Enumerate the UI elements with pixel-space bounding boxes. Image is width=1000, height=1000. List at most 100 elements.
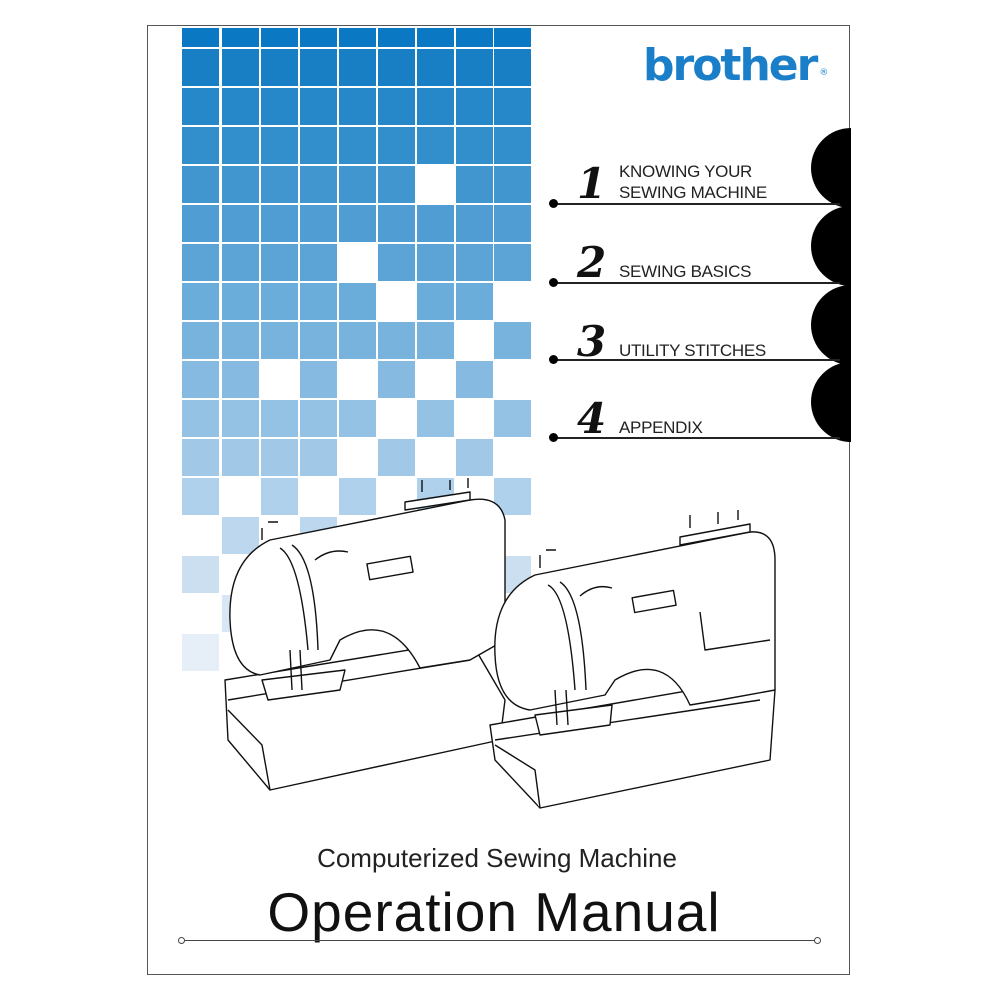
grid-tile [182, 28, 219, 47]
grid-tile [261, 322, 298, 359]
grid-tile [378, 361, 415, 398]
section-label-line: SEWING MACHINE [619, 183, 767, 202]
grid-tile [456, 283, 493, 320]
grid-tile [378, 88, 415, 125]
grid-tile [222, 400, 259, 437]
section-divider [553, 437, 840, 439]
grid-tile [417, 400, 454, 437]
grid-tile [261, 283, 298, 320]
grid-tile [494, 166, 531, 203]
grid-tile [182, 166, 219, 203]
grid-tile [300, 439, 337, 476]
grid-tile [222, 28, 259, 47]
grid-tile [222, 127, 259, 164]
grid-tile [339, 88, 376, 125]
grid-tile [182, 361, 219, 398]
section-label: APPENDIX [619, 418, 703, 437]
line-end-dot [178, 937, 185, 944]
cover-subtitle: Computerized Sewing Machine [317, 843, 677, 873]
grid-tile [261, 244, 298, 281]
grid-tile [261, 166, 298, 203]
cover-title: Operation Manual [267, 881, 721, 943]
grid-tile [182, 634, 219, 671]
grid-tile [182, 127, 219, 164]
brand-name: brother [643, 40, 818, 91]
grid-tile [378, 244, 415, 281]
section-divider [553, 203, 840, 205]
grid-tile [456, 88, 493, 125]
grid-tile [417, 28, 454, 47]
grid-tile [300, 28, 337, 47]
grid-tile [182, 400, 219, 437]
grid-tile [456, 28, 493, 47]
grid-tile [339, 205, 376, 242]
bullet-dot [549, 278, 558, 287]
grid-tile [494, 88, 531, 125]
grid-tile [222, 517, 259, 554]
grid-tile [417, 205, 454, 242]
grid-tile [456, 127, 493, 164]
grid-tile [222, 361, 259, 398]
grid-tile [417, 283, 454, 320]
grid-tile [456, 439, 493, 476]
grid-tile [222, 322, 259, 359]
grid-tile [494, 127, 531, 164]
grid-tile [222, 205, 259, 242]
grid-tile [300, 166, 337, 203]
grid-tile [339, 322, 376, 359]
grid-tile [300, 127, 337, 164]
section-number: 3 [577, 317, 607, 366]
bullet-dot [549, 199, 558, 208]
grid-tile [261, 28, 298, 47]
grid-tile [339, 283, 376, 320]
grid-tile [339, 400, 376, 437]
grid-tile [378, 49, 415, 86]
grid-tile [456, 244, 493, 281]
grid-tile [300, 322, 337, 359]
grid-tile [456, 49, 493, 86]
line-end-dot [814, 937, 821, 944]
grid-tile [182, 205, 219, 242]
bullet-dot [549, 355, 558, 364]
section-number: 1 [577, 159, 607, 208]
section-number: 2 [577, 238, 607, 287]
grid-tile [300, 205, 337, 242]
grid-tile [222, 166, 259, 203]
grid-tile [182, 478, 219, 515]
grid-tile [300, 49, 337, 86]
section-label: UTILITY STITCHES [619, 341, 766, 360]
grid-tile [261, 127, 298, 164]
section-divider [553, 282, 840, 284]
grid-tile [494, 244, 531, 281]
grid-tile [182, 556, 219, 593]
grid-tile [417, 322, 454, 359]
grid-tile [182, 244, 219, 281]
grid-tile [261, 49, 298, 86]
grid-tile [300, 361, 337, 398]
grid-tile [456, 166, 493, 203]
grid-tile [494, 28, 531, 47]
grid-tile [339, 49, 376, 86]
grid-tile [182, 49, 219, 86]
sewing-machine-right [489, 510, 776, 809]
grid-tile [378, 322, 415, 359]
grid-tile [300, 400, 337, 437]
grid-tile [494, 205, 531, 242]
grid-tile [182, 322, 219, 359]
grid-tile [378, 439, 415, 476]
grid-tile [261, 400, 298, 437]
grid-tile [222, 88, 259, 125]
grid-tile [339, 478, 376, 515]
grid-tile [261, 478, 298, 515]
grid-tile [494, 322, 531, 359]
grid-tile [378, 166, 415, 203]
grid-tile [222, 49, 259, 86]
grid-tile [182, 439, 219, 476]
title-underline [182, 940, 818, 941]
grid-tile [456, 205, 493, 242]
grid-tile [378, 205, 415, 242]
grid-tile [339, 166, 376, 203]
